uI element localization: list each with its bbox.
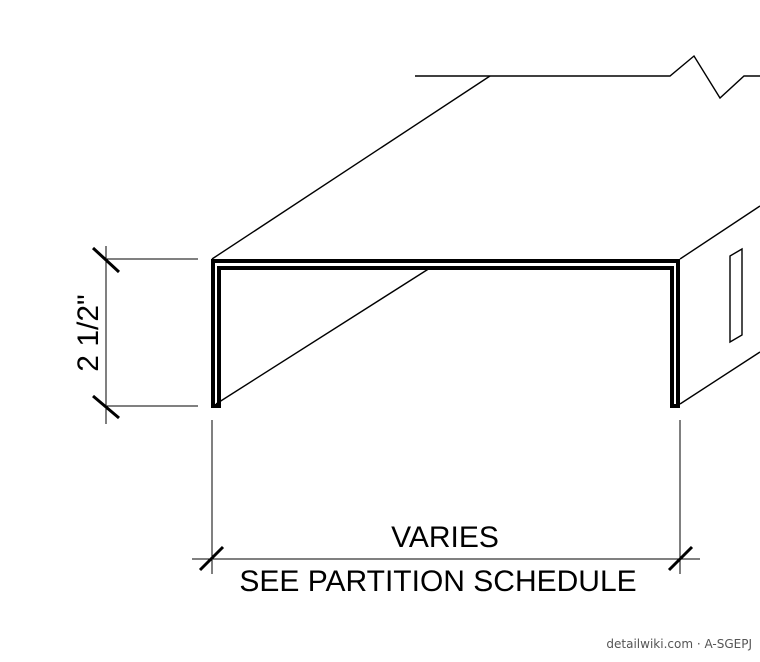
top-plane [211,75,491,405]
slot-opening [729,247,743,344]
side-face [679,205,760,405]
width-dimension: VARIES SEE PARTITION SCHEDULE [192,420,700,598]
height-dimension-label: 2 1/2" [72,294,105,371]
height-dimension: 2 1/2" [72,246,198,424]
channel-profile [211,259,680,408]
width-dimension-label: VARIES [391,521,499,554]
break-line [415,54,760,100]
width-note: SEE PARTITION SCHEDULE [239,565,636,598]
watermark: detailwiki.com · A-SGEPJ [606,637,752,651]
